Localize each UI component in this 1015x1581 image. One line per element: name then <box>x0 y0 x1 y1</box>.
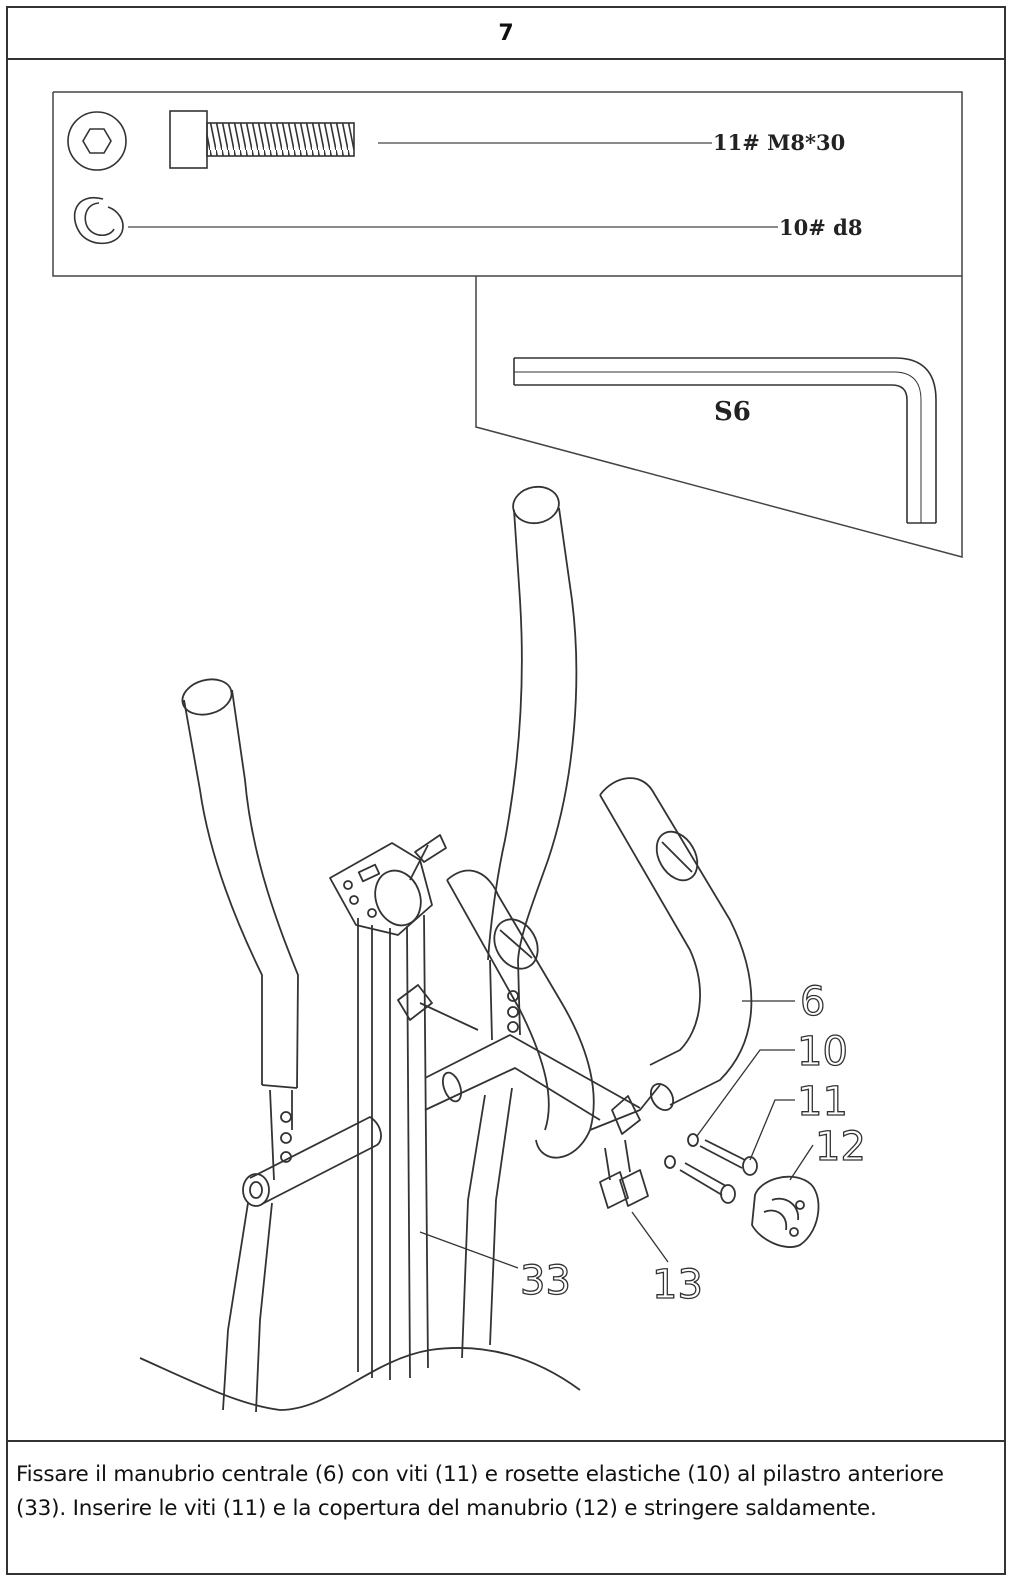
washer-spec-label: 10# d8 <box>779 215 862 240</box>
step-number: 7 <box>8 8 1004 60</box>
assembly-step-frame: 7 Fissare il manubrio centrale (6) con v… <box>6 6 1006 1575</box>
instruction-line-1: Fissare il manubrio centrale (6) con vit… <box>16 1462 944 1487</box>
instruction-text: Fissare il manubrio centrale (6) con vit… <box>8 1440 1004 1575</box>
bolt-spec-label: 11# M8*30 <box>713 130 845 155</box>
instruction-line-2: (33). Inserire le viti (11) e la copertu… <box>16 1496 877 1521</box>
handlebar-assembly-drawing <box>139 485 820 1413</box>
allen-key-icon <box>513 357 937 524</box>
callout-11: 11 <box>797 1079 848 1125</box>
callout-6: 6 <box>800 979 825 1025</box>
hardware-box <box>52 91 963 558</box>
tool-label: S6 <box>714 397 751 427</box>
callout-10: 10 <box>797 1029 848 1075</box>
spring-washer-icon <box>73 196 124 245</box>
hex-bolt-icon <box>67 111 127 171</box>
callout-33: 33 <box>520 1258 571 1304</box>
callout-13: 13 <box>652 1262 703 1308</box>
bolt-side-icon <box>169 110 355 169</box>
callout-12: 12 <box>815 1124 866 1170</box>
